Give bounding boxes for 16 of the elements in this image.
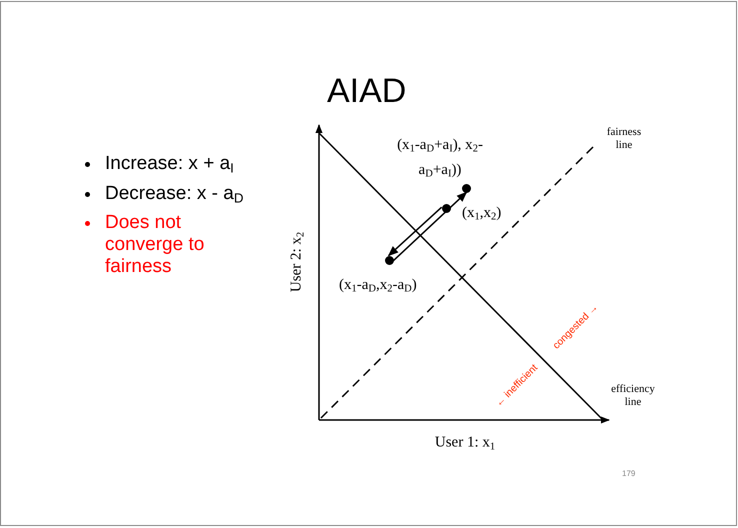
axis-note: fairness line	[606, 126, 642, 152]
bullet-text: Decrease: x - a$_{D}$	[105, 183, 244, 206]
page-number: 179	[622, 469, 636, 478]
point-dot	[442, 204, 450, 212]
axis-note: efficiency line	[610, 383, 656, 408]
point-label: (x$_{1}$-a$_{D}$,x$_{2}$-a$_{D}$)	[339, 276, 417, 297]
point-dot	[462, 184, 470, 192]
arrow	[388, 206, 442, 256]
bullet-text: Does not converge to fairness	[105, 212, 206, 278]
point-label: (x$_{1}$,x$_{2}$)	[462, 204, 502, 225]
bullet-text: Increase: x + a$_{I}$	[105, 153, 234, 176]
axis-title: User 1: x$_{1}$	[434, 434, 496, 454]
point-label: (x$_{1}$-a$_{D}$+a$_{I}$), x$_{2}$-a$_{D}$+a$_{I}$))	[396, 136, 484, 182]
slide-title: AIAD	[327, 72, 406, 112]
point-dot	[384, 256, 394, 264]
arrow	[392, 192, 468, 262]
